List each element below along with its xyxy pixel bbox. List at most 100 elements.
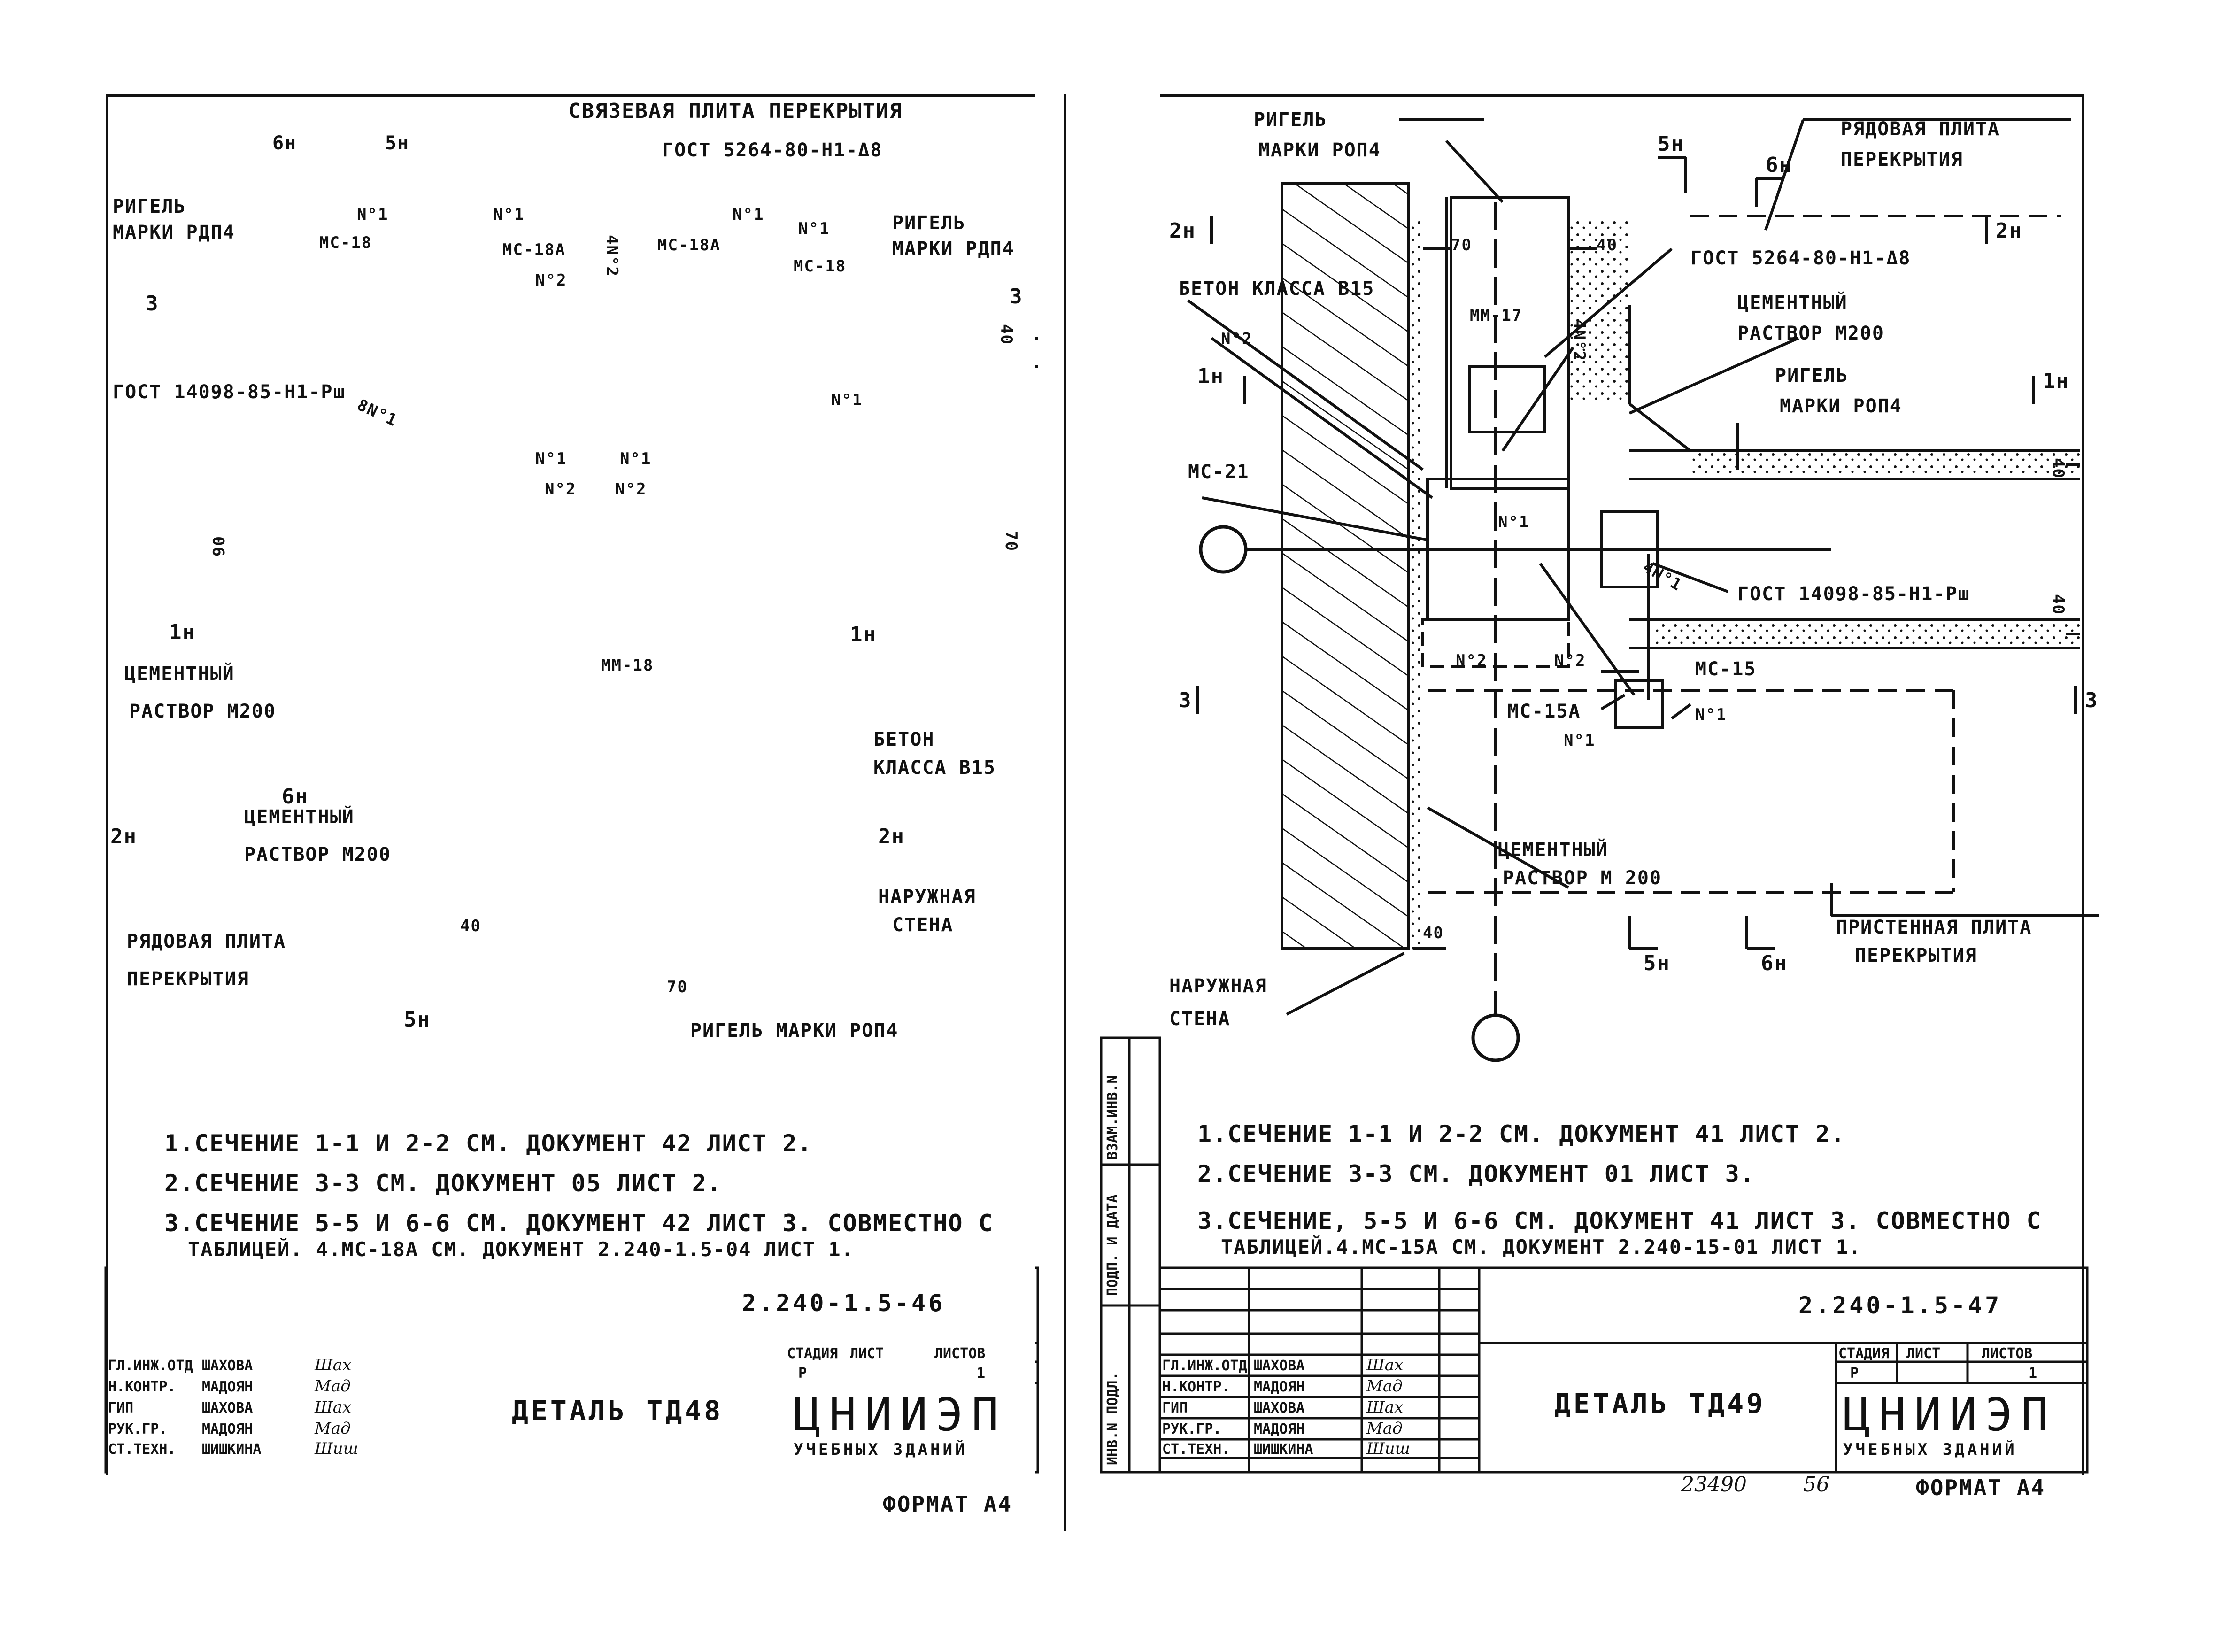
bar-no1-label: N°1 — [1498, 513, 1530, 532]
stamp-name: МАДОЯН — [202, 1421, 253, 1437]
ms15-label: МС-15 — [1695, 658, 1757, 680]
bar-no1-label: N°1 — [535, 449, 567, 468]
section-mark-1n: 1н — [1197, 364, 1224, 388]
signature: Шиш — [315, 1439, 358, 1458]
ordinary-slab-label: ПЕРЕКРЫТИЯ — [1841, 149, 1963, 170]
bar-no2-label: N°2 — [1554, 651, 1586, 670]
stamp-role: Н.КОНТР. — [1162, 1379, 1230, 1395]
section-mark-5n: 5н — [1644, 951, 1670, 975]
stamp-role: СТ.ТЕХН. — [1162, 1441, 1230, 1458]
ms21-label: МС-21 — [1188, 461, 1250, 483]
note-line: ТАБЛИЦЕЙ.4.МС-15А СМ. ДОКУМЕНТ 2.240-15-… — [1221, 1235, 1862, 1258]
bar-no1-label: N°1 — [1564, 731, 1596, 750]
signature: Мад — [315, 1377, 351, 1396]
bar-no2-label: N°2 — [1221, 330, 1253, 348]
sheets-value: 1 — [977, 1365, 986, 1382]
gost-rebar-label: ГОСТ 14098-85-Н1-Рш — [113, 381, 346, 403]
dim-70: 70 — [1451, 236, 1472, 255]
rigel-left-label: РИГЕЛЬ — [113, 196, 186, 217]
section-mark-3: 3 — [146, 292, 159, 316]
side-strip-label: ВЗАМ.ИНВ.N — [1104, 1075, 1121, 1160]
section-mark-2n: 2н — [1169, 219, 1196, 243]
ordinary-slab-label: РЯДОВАЯ ПЛИТА — [127, 931, 286, 952]
bar-no1-label: N°1 — [620, 449, 652, 468]
cement-grade-label: РАСТВОР М200 — [1737, 323, 1884, 344]
bar-no2-label: N°2 — [535, 271, 567, 290]
section-mark-3: 3 — [1179, 688, 1192, 712]
bar-4no2-label: 4N°2 — [1570, 319, 1589, 362]
organization-logo: ЦНИИЭП — [794, 1389, 1007, 1441]
right-drawing — [1187, 118, 2099, 1062]
stamp-role: СТ.ТЕХН. — [108, 1441, 176, 1458]
signature: Шиш — [1366, 1439, 1410, 1458]
dim-40: 40 — [1423, 924, 1444, 942]
dim-40: 40 — [1597, 236, 1618, 255]
stage-header: СТАДИЯ — [787, 1345, 838, 1362]
stamp-role: Н.КОНТР. — [108, 1379, 176, 1395]
ordinary-slab-label: ПЕРЕКРЫТИЯ — [127, 968, 249, 990]
bar-no1-label: N°1 — [1695, 705, 1727, 724]
stamp-role: ГЛ.ИНЖ.ОТД — [1162, 1358, 1247, 1374]
stamp-role: ГИП — [108, 1400, 134, 1416]
outer-wall-label: СТЕНА — [892, 914, 954, 936]
concrete-label: БЕТОН — [873, 729, 935, 750]
section-mark-2n: 2н — [878, 825, 905, 849]
section-mark-5n: 5н — [385, 132, 410, 154]
dim-40: 40 — [460, 917, 481, 935]
dim-90: 90 — [210, 535, 229, 556]
outer-wall-label: СТЕНА — [1169, 1008, 1231, 1030]
note-line: 3.СЕЧЕНИЕ, 5-5 И 6-6 СМ. ДОКУМЕНТ 41 ЛИС… — [1197, 1207, 2042, 1235]
section-mark-6n: 6н — [1766, 153, 1792, 177]
outer-wall-label: НАРУЖНАЯ — [878, 886, 976, 908]
organization-subtitle: УЧЕБНЫХ ЗДАНИЙ — [1843, 1440, 2017, 1459]
cement-grade-label: РАСТВОР М200 — [129, 701, 276, 722]
note-line: 3.СЕЧЕНИЕ 5-5 И 6-6 СМ. ДОКУМЕНТ 42 ЛИСТ… — [164, 1210, 994, 1237]
mm18-label: ММ-18 — [601, 656, 654, 675]
page-number: 56 — [1803, 1473, 1829, 1497]
ms18a-label: МС-18А — [657, 236, 721, 255]
document-code: 2.240-1.5-47 — [1798, 1292, 2002, 1319]
cement-grade-label: РАСТВОР М 200 — [1503, 867, 1662, 889]
ms18a-label: МС-18А — [502, 240, 566, 259]
rigel-mark: МАРКИ РОП4 — [1258, 139, 1381, 161]
note-line: 2.СЕЧЕНИЕ 3-3 СМ. ДОКУМЕНТ 01 ЛИСТ 3. — [1197, 1160, 1755, 1188]
rigel-label: РИГЕЛЬ — [1775, 365, 1849, 386]
section-mark-2n: 2н — [110, 825, 137, 849]
section-mark-1n: 1н — [850, 623, 877, 647]
signature: Мад — [1366, 1377, 1403, 1396]
gost-rebar-label: ГОСТ 14098-85-Н1-Рш — [1737, 583, 1970, 605]
ordinary-slab-label: РЯДОВАЯ ПЛИТА — [1841, 118, 2000, 140]
ms15a-label: МС-15А — [1507, 701, 1581, 722]
stamp-name: ШАХОВА — [1254, 1400, 1305, 1416]
stamp-name: ШИШКИНА — [1254, 1441, 1313, 1458]
bar-no1-label: N°1 — [733, 205, 764, 224]
organization-logo: ЦНИИЭП — [1843, 1389, 2057, 1441]
stamp-name: МАДОЯН — [1254, 1379, 1305, 1395]
bar-no2-label: N°2 — [545, 480, 577, 499]
ms18-label: МС-18 — [794, 257, 847, 276]
bar-no2-label: N°2 — [615, 480, 647, 499]
section-mark-5n: 5н — [1658, 132, 1684, 156]
section-mark-1n: 1н — [2043, 369, 2069, 393]
section-mark-6n: 6н — [1761, 951, 1788, 975]
section-mark-6n: 6н — [282, 785, 309, 809]
sheet-title: ДЕТАЛЬ ТД48 — [512, 1395, 724, 1427]
rigel-left-mark: МАРКИ РДП4 — [113, 222, 235, 243]
section-mark-3: 3 — [1010, 285, 1023, 309]
note-line: 1.СЕЧЕНИЕ 1-1 И 2-2 СМ. ДОКУМЕНТ 41 ЛИСТ… — [1197, 1120, 1846, 1148]
organization-subtitle: УЧЕБНЫХ ЗДАНИЙ — [794, 1440, 968, 1459]
rigel-right-mark: МАРКИ РДП4 — [892, 238, 1015, 260]
section-mark-3: 3 — [2085, 688, 2099, 712]
signature: Шах — [1366, 1356, 1404, 1374]
stage-value: Р — [798, 1365, 807, 1382]
right-stamp-grid — [1100, 1036, 2089, 1474]
note-line: 1.СЕЧЕНИЕ 1-1 И 2-2 СМ. ДОКУМЕНТ 42 ЛИСТ… — [164, 1130, 813, 1157]
section-mark-2n: 2н — [1996, 219, 2022, 243]
stamp-name: ШАХОВА — [202, 1400, 253, 1416]
gost-weld-label: ГОСТ 5264-80-Н1-Δ8 — [1690, 247, 1911, 269]
stamp-role: РУК.ГР. — [108, 1421, 168, 1437]
bar-no1-label: N°1 — [357, 205, 389, 224]
stage-header: СТАДИЯ — [1838, 1345, 1890, 1362]
stamp-name: МАДОЯН — [202, 1379, 253, 1395]
signature: Шах — [315, 1398, 352, 1417]
